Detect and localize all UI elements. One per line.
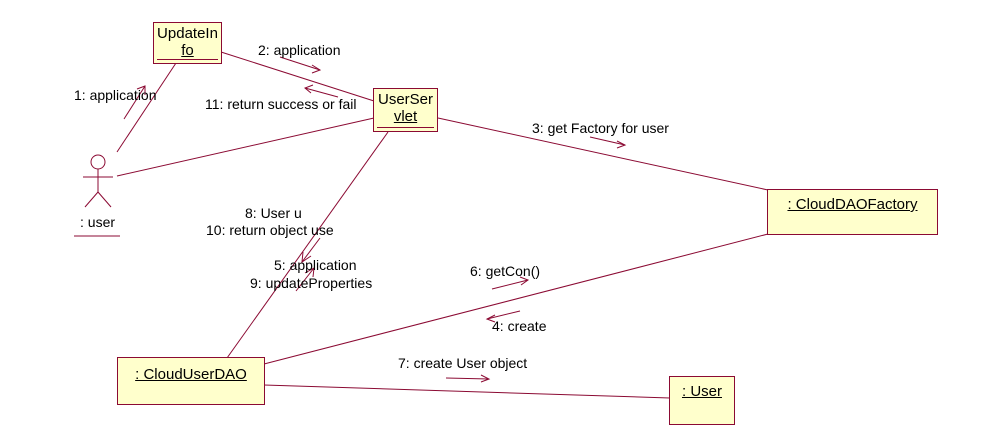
link-clouduserdao-user <box>263 384 671 399</box>
link-updateinfo-userservlet <box>220 51 375 102</box>
arrow-7-create-user-icon <box>445 374 491 383</box>
object-updateinfo[interactable]: UpdateIn fo <box>153 22 222 64</box>
message-6: 6: getCon() <box>470 263 541 279</box>
user-actor-icon <box>83 154 113 208</box>
object-userservlet-rule <box>377 127 434 128</box>
object-userservlet[interactable]: UserSer vlet <box>373 88 438 132</box>
arrow-4-create-icon <box>485 310 521 323</box>
arrow-6-getcon-icon <box>491 276 530 290</box>
message-3: 3: get Factory for user <box>532 120 669 136</box>
object-clouduserdao-label: : CloudUserDAO <box>135 366 247 383</box>
actor-user-label: : user <box>80 214 116 230</box>
arrow-5-9-application-icon <box>295 267 315 292</box>
message-11: 11: return success or fail <box>205 96 357 112</box>
object-clouduserdao[interactable]: : CloudUserDAO <box>117 357 265 405</box>
object-user-label: : User <box>681 383 722 400</box>
arrow-11-return-icon <box>304 84 339 98</box>
arrow-1-application-icon <box>123 85 146 120</box>
message-7: 7: create User object <box>398 355 528 371</box>
object-clouddaofactory-label: : CloudDAOFactory <box>787 196 918 213</box>
link-user-userservlet <box>116 117 375 177</box>
link-user-updateinfo <box>116 62 177 153</box>
arrow-3-get-factory-icon <box>589 136 627 149</box>
message-1: 1: application <box>74 87 157 103</box>
arrow-2-application-icon <box>279 56 322 74</box>
object-updateinfo-label-line1: UpdateIn <box>157 25 218 42</box>
object-userservlet-label-line1: UserSer <box>377 91 433 108</box>
object-updateinfo-label-line2: fo <box>181 42 194 59</box>
link-userservlet-factory <box>437 117 769 191</box>
message-8: 8: User u <box>245 205 302 221</box>
message-2: 2: application <box>258 42 341 58</box>
message-4: 4: create <box>492 318 547 334</box>
message-10: 10: return object use <box>206 222 334 238</box>
link-clouduserdao-factory <box>263 233 769 365</box>
link-userservlet-clouduserdao <box>226 131 389 359</box>
object-user[interactable]: : User <box>669 376 735 425</box>
object-clouddaofactory[interactable]: : CloudDAOFactory <box>767 189 938 235</box>
object-updateinfo-rule <box>157 59 218 60</box>
arrow-8-10-return-icon <box>301 237 321 264</box>
message-5: 5: application <box>274 257 357 273</box>
object-userservlet-label-line2: vlet <box>393 108 418 125</box>
message-9: 9: updateProperties <box>250 275 373 291</box>
